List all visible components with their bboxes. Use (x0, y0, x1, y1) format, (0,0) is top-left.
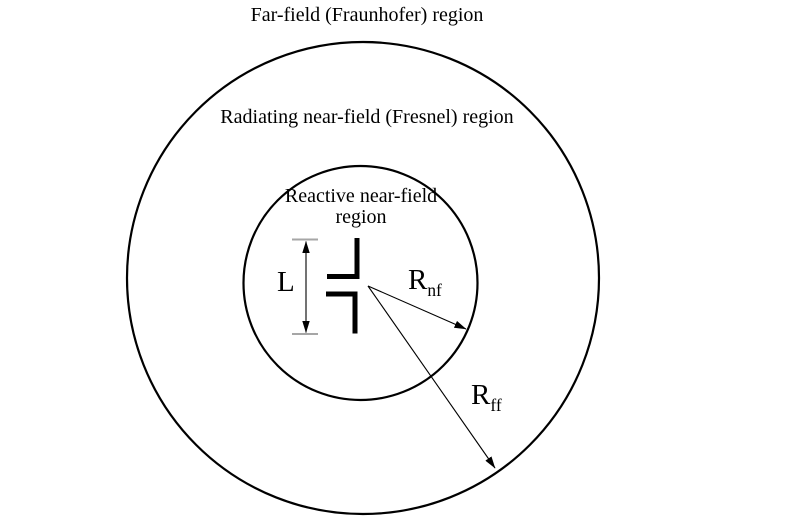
far-field-boundary-circle (125, 40, 601, 516)
far-field-radius-label: Rff (471, 379, 502, 414)
reactive-near-field-boundary-circle (242, 164, 479, 402)
far-field-region-label: Far-field (Fraunhofer) region (250, 4, 484, 26)
near-field-radius-label: Rnf (408, 264, 442, 299)
dipole-lower-element (326, 291, 358, 334)
radiating-near-field-region-label: Radiating near-field (Fresnel) region (220, 106, 514, 128)
reactive-near-field-region-line1: Reactive near-field (284, 185, 438, 207)
reactive-near-field-region-line2: region (335, 206, 387, 228)
far-field-radius-subscript: ff (490, 394, 502, 415)
reactive-near-field-region-label: Reactive near-field region (285, 186, 437, 228)
far-field-radius-symbol: R (471, 379, 491, 411)
near-field-radius-arrow (367, 285, 467, 330)
dipole-upper-element (327, 238, 360, 279)
antenna-length-dimension (292, 238, 318, 335)
antenna-length-label: L (277, 266, 295, 298)
far-field-radius-arrow (367, 285, 496, 469)
near-field-radius-symbol: R (408, 264, 428, 296)
near-field-radius-subscript: nf (427, 279, 442, 300)
